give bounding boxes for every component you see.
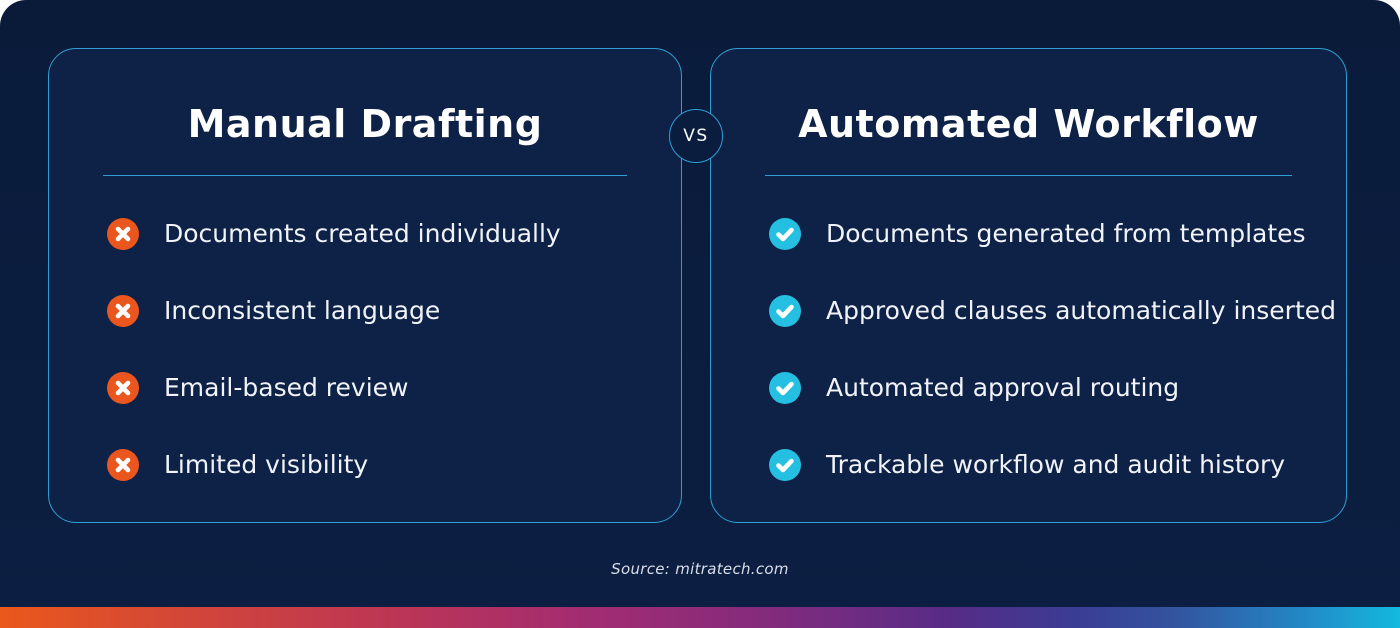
check-icon (769, 371, 801, 404)
list-item: Inconsistent language (107, 294, 681, 327)
list-item: Documents generated from templates (769, 217, 1346, 250)
cross-icon (107, 294, 139, 327)
automated-workflow-list: Documents generated from templates Appro… (711, 217, 1346, 481)
manual-drafting-list: Documents created individually Inconsist… (49, 217, 681, 481)
cross-icon (107, 371, 139, 404)
bottom-gradient-bar (0, 607, 1400, 628)
cross-icon (107, 448, 139, 481)
item-label: Documents generated from templates (826, 218, 1306, 248)
list-item: Automated approval routing (769, 371, 1346, 404)
check-icon (769, 217, 801, 250)
list-item: Trackable workflow and audit history (769, 448, 1346, 481)
check-icon (769, 294, 801, 327)
list-item: Limited visibility (107, 448, 681, 481)
source-attribution: Source: mitratech.com (611, 560, 789, 578)
item-label: Email-based review (164, 372, 409, 402)
item-label: Documents created individually (164, 218, 561, 248)
vs-badge: VS (669, 109, 723, 163)
title-divider (102, 174, 628, 176)
item-label: Approved clauses automatically inserted (826, 295, 1336, 325)
list-item: Approved clauses automatically inserted (769, 294, 1346, 327)
cross-icon (107, 217, 139, 250)
item-label: Trackable workflow and audit history (826, 449, 1286, 479)
vs-label: VS (683, 126, 709, 146)
manual-drafting-panel: Manual Drafting Documents created indivi… (48, 48, 682, 523)
item-label: Inconsistent language (164, 295, 441, 325)
list-item: Documents created individually (107, 217, 681, 250)
list-item: Email-based review (107, 371, 681, 404)
item-label: Automated approval routing (826, 372, 1180, 402)
item-label: Limited visibility (164, 449, 369, 479)
automated-workflow-panel: Automated Workflow Documents generated f… (710, 48, 1347, 523)
title-divider (764, 174, 1293, 176)
panel-title-automated-workflow: Automated Workflow (798, 102, 1259, 146)
panel-title-manual-drafting: Manual Drafting (187, 102, 543, 146)
check-icon (769, 448, 801, 481)
